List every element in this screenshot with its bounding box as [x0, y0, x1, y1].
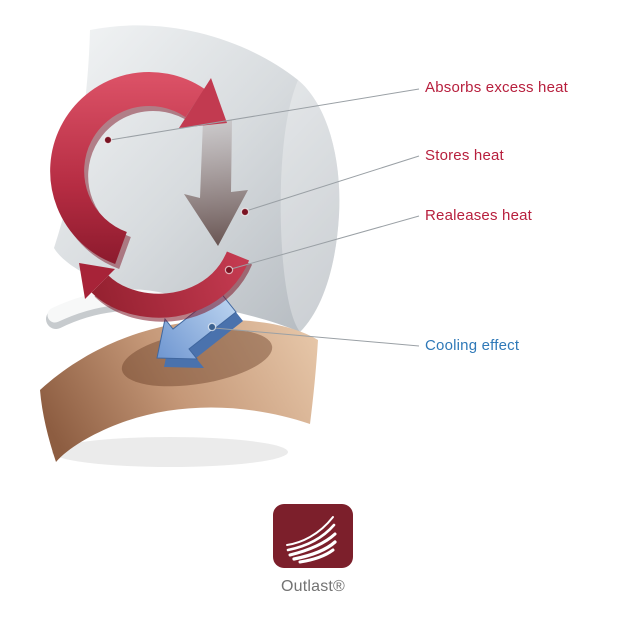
ring-arrow-body — [50, 72, 205, 264]
wave-lines — [286, 516, 337, 564]
ground-shadow — [52, 437, 288, 467]
callout-dot-absorbs — [103, 135, 113, 145]
brand-name: Outlast® — [280, 578, 346, 595]
callout-line-stores — [245, 155, 420, 212]
callout-line-absorbs — [109, 88, 420, 141]
callout-dot-releases — [224, 265, 234, 275]
callout-dot-cooling — [207, 322, 217, 332]
stores-heat-arrow — [184, 120, 248, 246]
callout-label-stores-heat: Stores heat — [425, 147, 504, 164]
cooling-arrow-top-face — [156, 291, 237, 360]
callout-dots — [103, 135, 250, 332]
cooling-effect-arrow — [156, 291, 243, 368]
skin-surface — [40, 319, 318, 462]
callout-label-releases-heat: Realeases heat — [425, 207, 533, 224]
callout-line-releases — [230, 215, 420, 270]
release-arrow-body — [91, 250, 250, 318]
absorbs-heat-ring-arrow — [50, 72, 227, 269]
outlast-logo: Outlast® — [272, 504, 354, 596]
fabric-fold-highlight — [280, 80, 340, 332]
callout-line-cooling — [213, 327, 420, 347]
callout-lines — [109, 88, 420, 347]
callout-label-cooling-effect: Cooling effect — [425, 337, 520, 354]
release-arrowhead — [79, 263, 115, 299]
releases-heat-arrow — [79, 250, 253, 322]
callout-label-absorbs-heat: Absorbs excess heat — [425, 79, 569, 96]
wave-lines-icon — [273, 504, 353, 568]
callout-dot-stores — [240, 207, 250, 217]
ring-arrowhead — [179, 78, 227, 128]
